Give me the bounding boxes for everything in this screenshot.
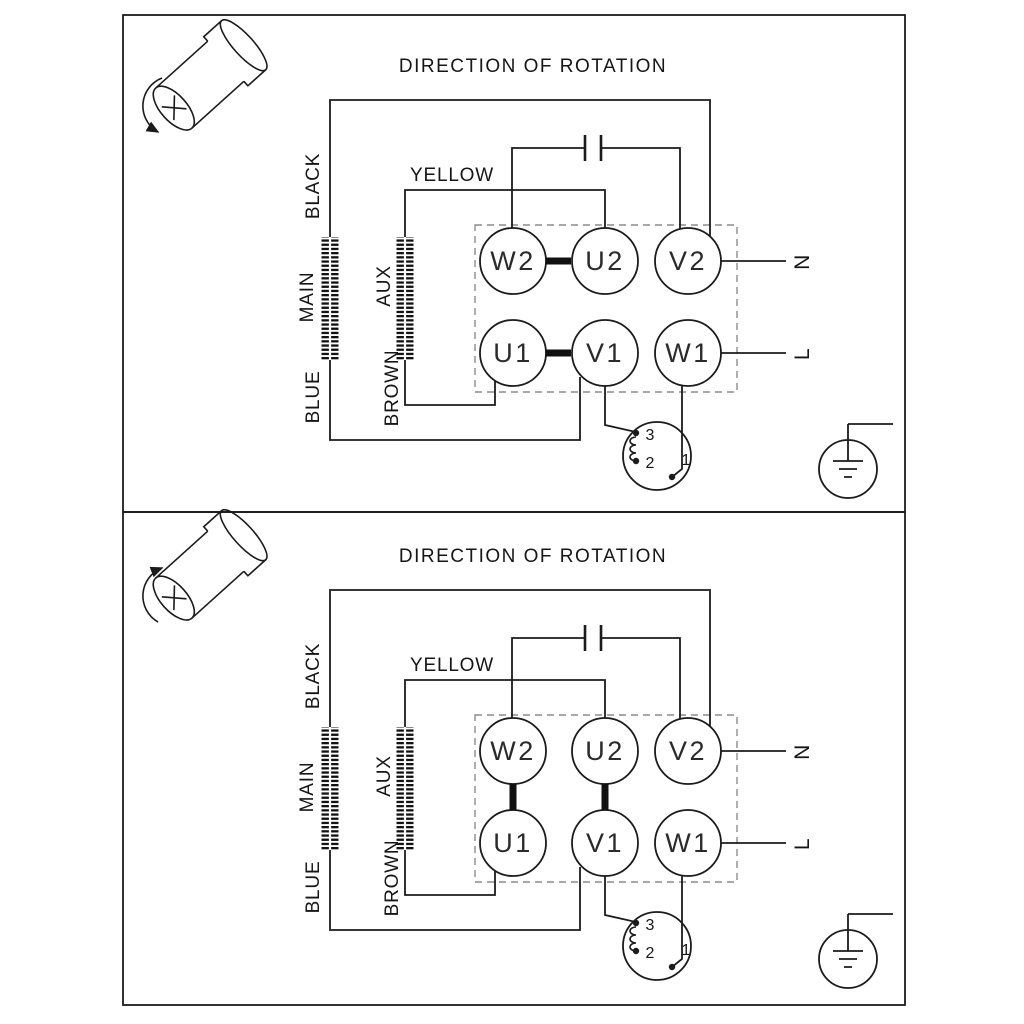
label-brown: BROWN	[382, 350, 403, 427]
terminal-label-u1: U1	[493, 828, 533, 858]
terminal-label-v1: V1	[586, 338, 624, 368]
terminal-links-horizontal	[546, 257, 571, 357]
terminal-label-v2: V2	[669, 736, 707, 766]
label-aux: AUX	[374, 265, 395, 306]
protector-label-2: 2	[646, 455, 655, 472]
label-blue: BLUE	[303, 371, 324, 424]
terminal-label-u1: U1	[493, 338, 533, 368]
protector-label-3: 3	[646, 917, 655, 934]
terminal-label-w1: W1	[665, 828, 711, 858]
terminal-label-w2: W2	[490, 736, 536, 766]
label-blue: BLUE	[303, 861, 324, 914]
motor-icon-cw	[141, 503, 274, 633]
protector-label-3: 3	[646, 427, 655, 444]
terminal-label-v1: V1	[586, 828, 624, 858]
panel-rotation-ccw: DIRECTION OF ROTATION BLACK MAIN BLUE AU…	[122, 13, 906, 513]
terminal-links-vertical	[509, 784, 609, 810]
label-yellow: YELLOW	[410, 655, 494, 676]
label-neutral: N	[791, 744, 814, 760]
label-black: BLACK	[303, 643, 324, 709]
rotation-arrow-cw	[142, 566, 164, 623]
label-line: L	[791, 838, 814, 850]
protector-label-1: 1	[682, 452, 691, 469]
motor-icon-ccw	[141, 13, 274, 143]
terminal-label-w2: W2	[490, 246, 536, 276]
label-brown: BROWN	[382, 840, 403, 917]
label-yellow: YELLOW	[410, 165, 494, 186]
label-main: MAIN	[297, 272, 318, 323]
panel-title: DIRECTION OF ROTATION	[399, 546, 667, 567]
protector-label-1: 1	[682, 942, 691, 959]
label-main: MAIN	[297, 762, 318, 813]
panel-geometry	[320, 98, 895, 500]
terminal-label-u2: U2	[585, 246, 625, 276]
panel-border-bottom	[122, 511, 906, 1006]
label-neutral: N	[791, 254, 814, 270]
terminal-label-w1: W1	[665, 338, 711, 368]
label-aux: AUX	[374, 755, 395, 796]
terminal-label-v2: V2	[669, 246, 707, 276]
panel-title: DIRECTION OF ROTATION	[399, 56, 667, 77]
label-black: BLACK	[303, 153, 324, 219]
terminal-label-u2: U2	[585, 736, 625, 766]
protector-label-2: 2	[646, 945, 655, 962]
rotation-arrow-ccw	[142, 77, 163, 133]
panel-rotation-cw: DIRECTION OF ROTATION BLACK MAIN BLUE AU…	[122, 503, 906, 1006]
label-line: L	[791, 348, 814, 360]
